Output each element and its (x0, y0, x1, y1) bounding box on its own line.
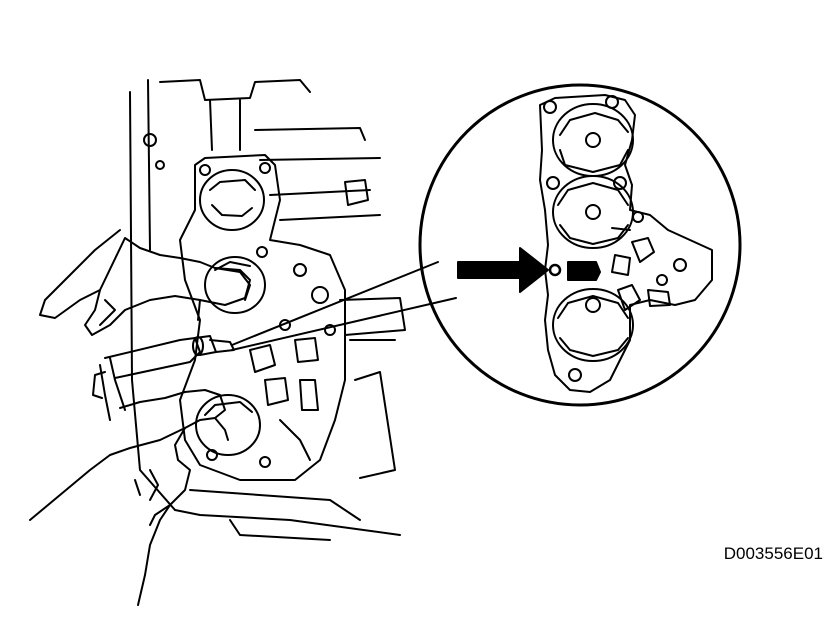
magnified-plate (539, 94, 713, 393)
transmission-case (129, 79, 406, 541)
arrow-right-icon (457, 247, 549, 293)
air-gun-nozzle-icon (92, 335, 235, 421)
accumulator-plate (179, 154, 346, 481)
figure-code: D003556E01 (723, 544, 823, 563)
zoom-circle (418, 83, 742, 407)
upper-hand (39, 229, 251, 336)
lower-hand (29, 389, 229, 606)
callout-leader (231, 261, 457, 351)
